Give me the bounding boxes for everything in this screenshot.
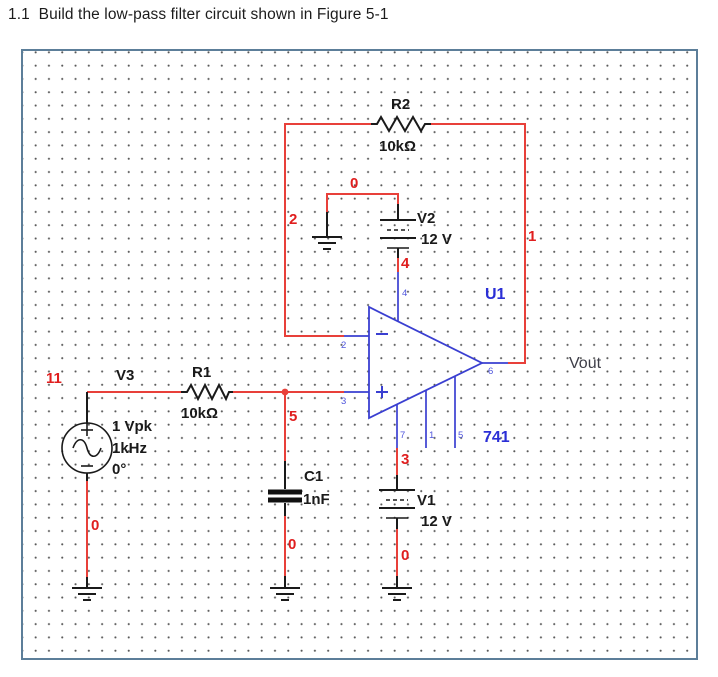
pin-number-4: 4 <box>402 288 407 299</box>
pin-number-3: 3 <box>341 396 346 407</box>
net-label-0-c1: 0 <box>288 536 296 553</box>
net-label-0-v3: 0 <box>91 517 99 534</box>
label-U1-part: 741 <box>483 429 510 446</box>
net-label-11: 11 <box>46 370 62 387</box>
ground-icon-c1 <box>270 587 300 601</box>
label-V3-phase: 0° <box>112 461 126 478</box>
ground-icon-v2 <box>312 236 342 250</box>
label-V3-amplitude: 1 Vpk <box>112 418 153 435</box>
label-C1-ref: C1 <box>304 468 323 485</box>
feedback-net-wire <box>284 123 526 364</box>
ground-icon-v1 <box>382 587 412 601</box>
net-label-2: 2 <box>289 211 297 228</box>
label-R2-value: 10kΩ <box>379 138 416 155</box>
pin-number-5: 5 <box>458 430 463 441</box>
component-leads <box>86 204 399 588</box>
battery-V1 <box>379 489 415 519</box>
label-V3-ref: V3 <box>116 367 134 384</box>
vout-label: Vout <box>569 355 602 372</box>
label-V1-value: 12 V <box>421 513 452 530</box>
label-U1-ref: U1 <box>485 286 506 303</box>
resistor-R2 <box>371 114 431 134</box>
pin-number-7: 7 <box>400 430 405 441</box>
sine-icon <box>72 438 102 458</box>
label-R2-ref: R2 <box>391 96 410 113</box>
label-R1-ref: R1 <box>192 364 211 381</box>
label-V1-ref: V1 <box>417 492 435 509</box>
opamp-U1 <box>344 272 508 448</box>
label-C1-value: 1nF <box>303 491 330 508</box>
page-title: 1.1 Build the low-pass filter circuit sh… <box>8 6 389 23</box>
noninverting-plus-icon <box>376 386 388 398</box>
net-label-0-v1: 0 <box>401 547 409 564</box>
label-V2-value: 12 V <box>421 231 452 248</box>
net-label-1: 1 <box>528 228 536 245</box>
battery-V2 <box>380 219 416 249</box>
capacitor-C1 <box>268 489 302 503</box>
input-net-wire <box>87 388 344 396</box>
plus-icon <box>81 424 93 436</box>
net-label-3: 3 <box>401 451 409 468</box>
net-label-4: 4 <box>401 255 410 272</box>
label-R1-value: 10kΩ <box>181 405 218 422</box>
pin-number-2: 2 <box>341 340 346 351</box>
resistor-R1 <box>181 382 233 402</box>
figure-frame <box>21 49 698 660</box>
net-label-0-v2: 0 <box>350 175 358 192</box>
ground-icon-v3 <box>72 587 102 601</box>
label-V3-frequency: 1kHz <box>112 440 147 457</box>
label-V2-ref: V2 <box>417 210 435 227</box>
net-label-5: 5 <box>289 408 297 425</box>
v2-ground-net-wire <box>326 193 399 212</box>
pin-number-6: 6 <box>488 366 493 377</box>
ac-source-V3 <box>61 422 113 474</box>
pin-number-1: 1 <box>429 430 434 441</box>
